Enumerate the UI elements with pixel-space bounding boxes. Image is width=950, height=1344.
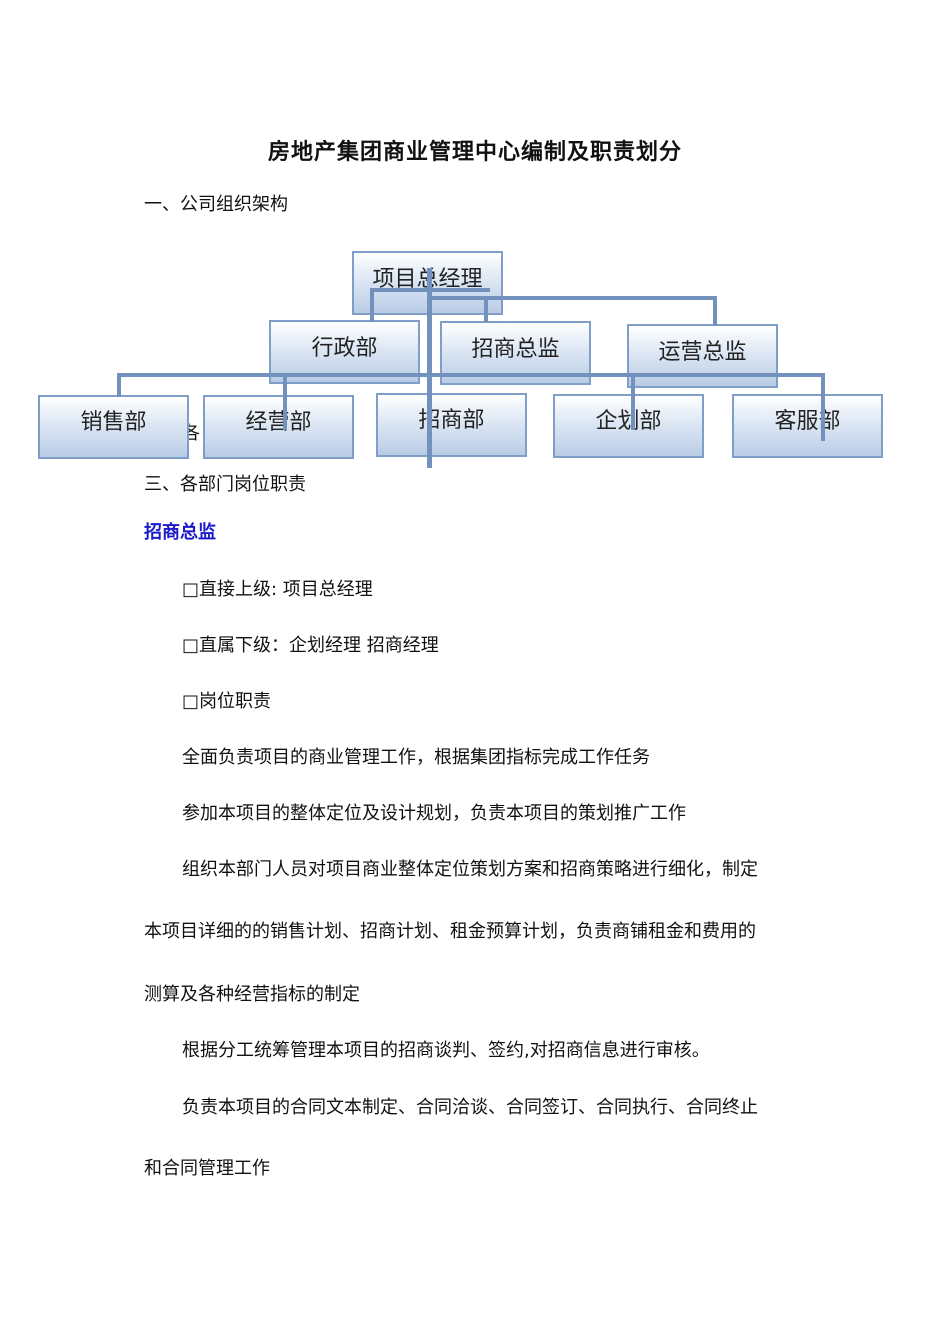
connector-line xyxy=(713,296,717,326)
duty-heading: □岗位职责 xyxy=(182,691,272,712)
duty-line: 根据分工统筹管理本项目的招商谈判、签约,对招商信息进行审核。 xyxy=(182,1040,710,1061)
org-box-customer-service: 客服部 xyxy=(732,394,883,458)
org-box-leasing: 招商部 xyxy=(376,393,527,457)
duty-line: 全面负责项目的商业管理工作，根据集团指标完成工作任务 xyxy=(182,747,650,768)
connector-line xyxy=(117,373,121,397)
duty-line: 测算及各种经营指标的制定 xyxy=(144,984,360,1005)
section-heading-org: 一、公司组织架构 xyxy=(144,194,288,215)
connector-line xyxy=(427,268,432,468)
connector-line xyxy=(117,373,825,377)
duty-line: 组织本部门人员对项目商业整体定位策划方案和招商策略进行细化，制定 xyxy=(182,859,758,880)
duty-line: 本项目详细的的销售计划、招商计划、租金预算计划，负责商铺租金和费用的 xyxy=(144,921,756,942)
duty-line: 参加本项目的整体定位及设计规划，负责本项目的策划推广工作 xyxy=(182,803,686,824)
org-box-operations-director: 运营总监 xyxy=(627,324,778,388)
org-box-business: 经营部 xyxy=(203,395,354,459)
connector-line xyxy=(283,373,287,430)
connector-line xyxy=(631,373,635,430)
section-heading-duties: 三、各部门岗位职责 xyxy=(144,474,306,495)
connector-line xyxy=(370,288,490,292)
connector-line xyxy=(484,298,488,322)
connector-line xyxy=(821,373,825,441)
duty-line: 和合同管理工作 xyxy=(144,1158,270,1179)
duty-line: 负责本项目的合同文本制定、合同洽谈、合同签订、合同执行、合同终止 xyxy=(182,1097,758,1118)
document-title: 房地产集团商业管理中心编制及职责划分 xyxy=(267,140,682,165)
org-box-sales: 销售部 xyxy=(38,395,189,459)
connector-line xyxy=(370,288,374,322)
subordinate-line: □直属下级：企划经理 招商经理 xyxy=(182,635,439,656)
org-box-planning: 企划部 xyxy=(553,394,704,458)
role-title: 招商总监 xyxy=(144,522,216,543)
superior-line: □直接上级: 项目总经理 xyxy=(182,579,373,600)
connector-line xyxy=(427,296,717,300)
